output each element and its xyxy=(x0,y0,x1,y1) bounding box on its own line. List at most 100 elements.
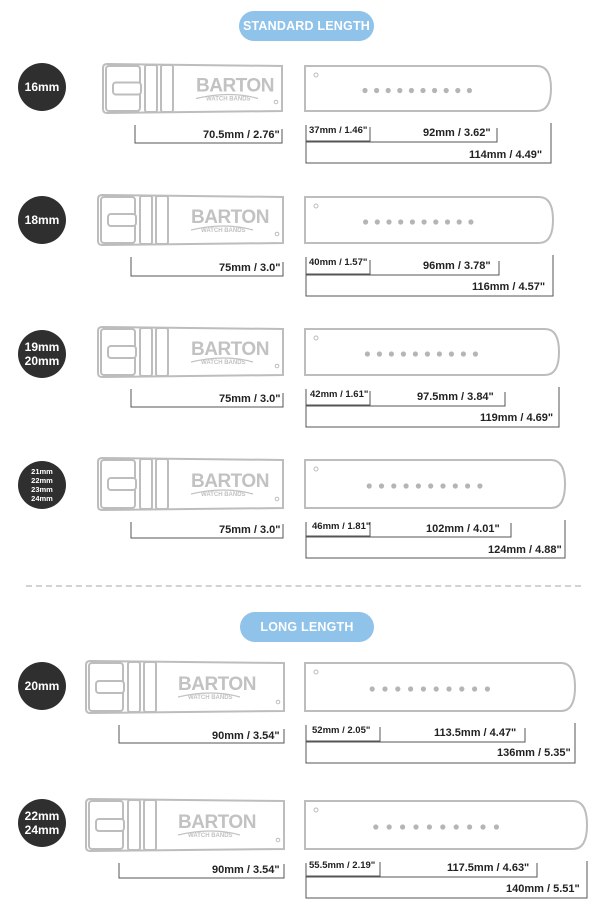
strap-hole xyxy=(420,686,426,692)
logo-sub-text: WATCH BANDS xyxy=(201,492,246,498)
buckle-tongue xyxy=(95,680,125,694)
strap-hole xyxy=(364,351,370,357)
strap-hole xyxy=(440,824,446,830)
total-length-label: 114mm / 4.49" xyxy=(469,149,543,161)
hole-start-line xyxy=(306,391,371,406)
total-length-line xyxy=(305,723,576,764)
buckle-length-label: 70.5mm / 2.76" xyxy=(203,129,280,141)
strap-keeper xyxy=(143,799,157,851)
size-label: 19mm xyxy=(24,340,60,354)
strap-hole xyxy=(443,87,449,94)
strap-hole xyxy=(408,87,414,94)
strap-hole xyxy=(400,351,406,357)
strap-hole xyxy=(468,219,474,225)
strap-hole xyxy=(433,219,439,225)
strap-hole xyxy=(385,87,391,94)
strap-hole xyxy=(440,483,446,489)
total-length-label: 124mm / 4.88" xyxy=(488,544,562,556)
spring-bar-hole xyxy=(274,496,280,502)
total-length-line xyxy=(305,387,560,428)
buckle-length-line xyxy=(134,125,283,144)
spring-bar-hole xyxy=(313,335,319,341)
strap-hole xyxy=(444,219,451,225)
logo-brand-text: BARTON xyxy=(196,76,274,97)
buckle-strap-outline xyxy=(85,659,285,715)
strap-hole xyxy=(413,824,419,830)
strap-hole xyxy=(420,87,426,94)
size-badge-16mm: 16mm xyxy=(18,63,66,111)
buckle-length-label: 90mm / 3.54" xyxy=(212,864,280,876)
size-badge-20mm-long: 20mm xyxy=(18,662,66,710)
strap-keeper xyxy=(160,64,174,113)
total-length-line xyxy=(305,861,588,899)
strap-hole xyxy=(448,351,454,357)
hole-strap-outline xyxy=(304,662,577,712)
logo-sub-text: WATCH BANDS xyxy=(201,360,246,366)
holes-length-label: 113.5mm / 4.47" xyxy=(434,727,517,739)
strap-hole xyxy=(432,87,438,94)
logo-sub-text: WATCH BANDS xyxy=(206,97,251,103)
spring-bar-hole xyxy=(274,363,280,369)
strap-hole xyxy=(477,483,483,489)
spring-bar-hole xyxy=(274,231,280,237)
standard-length-pill: STANDARD LENGTH xyxy=(239,11,374,41)
hole-start-line xyxy=(306,522,371,537)
strap-hole xyxy=(446,686,452,692)
strap-hole xyxy=(415,483,421,489)
strap-hole xyxy=(369,686,375,692)
size-label: 24mm xyxy=(24,823,60,837)
strap-hole xyxy=(465,483,471,489)
buckle-tongue xyxy=(95,818,125,832)
strap-hole xyxy=(460,351,466,357)
spring-bar-hole xyxy=(275,837,281,843)
holes-length-line xyxy=(306,728,526,743)
logo-brand-text: BARTON xyxy=(191,471,269,492)
strap-keeper xyxy=(144,64,158,113)
strap-hole xyxy=(493,824,499,830)
buckle-strap-outline xyxy=(97,325,284,379)
strap-hole xyxy=(433,686,439,692)
strap-hole xyxy=(453,824,459,830)
holes-length-label: 96mm / 3.78" xyxy=(423,260,491,272)
buckle-length-line xyxy=(130,257,284,277)
strap-hole xyxy=(395,686,401,692)
logo-swoosh xyxy=(190,489,254,495)
hole-start-line xyxy=(306,127,371,142)
long-length-pill: LONG LENGTH xyxy=(240,612,374,642)
strap-hole xyxy=(373,824,379,830)
hole-start-label: 37mm / 1.46" xyxy=(309,125,368,136)
strap-hole xyxy=(391,483,397,489)
logo-brand-text: BARTON xyxy=(178,812,256,833)
strap-keeper xyxy=(127,661,141,713)
buckle-length-label: 75mm / 3.0" xyxy=(219,393,281,405)
size-badge-22-24mm-long: 22mm 24mm xyxy=(18,799,66,847)
strap-hole xyxy=(397,87,403,94)
size-badge-18mm: 18mm xyxy=(18,196,66,244)
hole-strap-outline xyxy=(304,196,555,244)
strap-hole xyxy=(484,686,490,692)
spring-bar-hole xyxy=(313,466,319,472)
strap-keeper xyxy=(155,458,169,510)
logo-swoosh xyxy=(195,93,259,100)
buckle-length-line xyxy=(118,725,285,744)
strap-hole xyxy=(467,824,473,830)
strap-keeper xyxy=(155,195,169,245)
strap-hole xyxy=(428,483,434,489)
total-length-line xyxy=(305,255,554,297)
holes-length-line xyxy=(306,128,498,143)
spring-bar-hole xyxy=(313,203,319,209)
strap-hole xyxy=(386,824,392,830)
holes-length-line xyxy=(306,261,500,276)
total-length-label: 136mm / 5.35" xyxy=(497,747,571,759)
strap-hole xyxy=(382,686,388,692)
holes-length-line xyxy=(306,392,506,407)
strap-hole xyxy=(400,824,406,830)
strap-keeper xyxy=(143,661,157,713)
strap-hole xyxy=(436,351,442,357)
hole-start-label: 42mm / 1.61" xyxy=(310,389,369,400)
strap-hole xyxy=(412,351,418,357)
buckle-strap-outline xyxy=(97,193,284,247)
total-length-label: 119mm / 4.69" xyxy=(480,412,554,424)
buckle-length-line xyxy=(130,522,284,539)
